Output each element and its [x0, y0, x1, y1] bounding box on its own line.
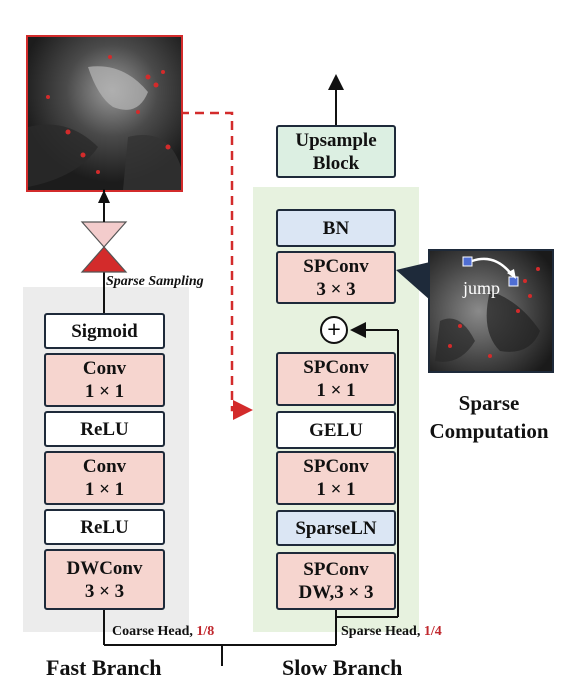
sparse-sampling-label: Sparse Sampling — [106, 274, 204, 289]
sparse-head-label: Sparse Head, 1/4 — [341, 624, 442, 639]
relu-block-lower: ReLU — [44, 509, 165, 545]
sparse-computation-label: Sparse Computation — [429, 391, 549, 443]
add-symbol: + — [326, 319, 342, 340]
coarse-head-label: Coarse Head, 1/8 — [112, 624, 215, 639]
slow-branch-title: Slow Branch — [282, 655, 403, 680]
relu-block-upper: ReLU — [44, 411, 165, 447]
sparse-computation-image: jump — [428, 249, 554, 373]
gelu-block: GELU — [276, 411, 396, 449]
residual-add-node: + — [320, 316, 348, 344]
sparseln-block: SparseLN — [276, 510, 396, 546]
fast-branch-title: Fast Branch — [46, 655, 162, 680]
jump-label: jump — [463, 278, 501, 298]
bn-block: BN — [276, 209, 396, 247]
sigmoid-block: Sigmoid — [44, 313, 165, 349]
